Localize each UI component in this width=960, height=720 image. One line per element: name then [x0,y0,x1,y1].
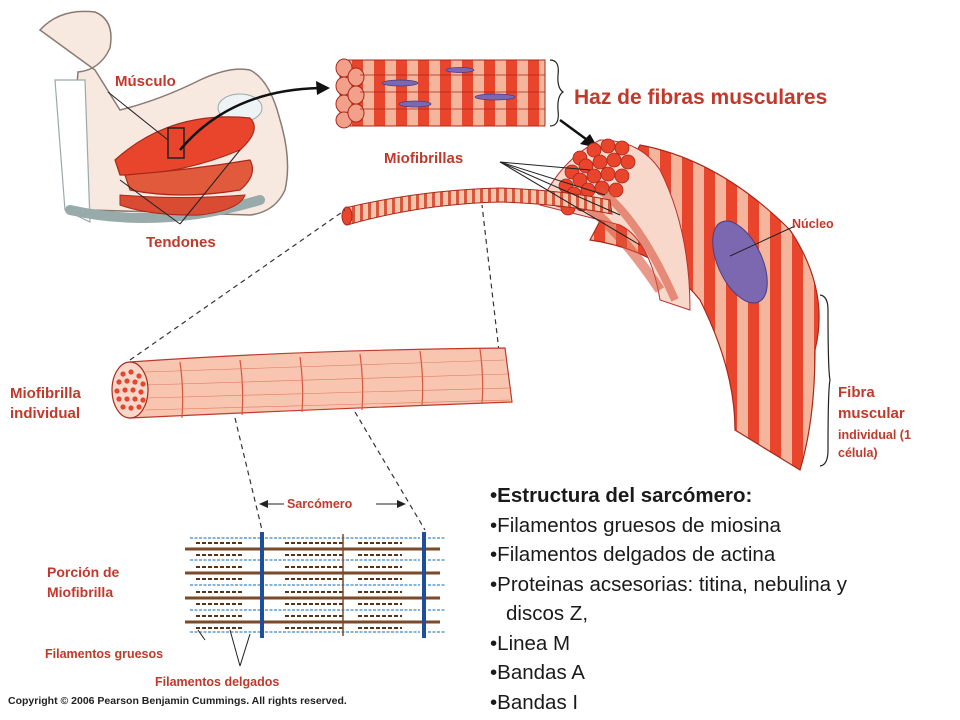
label-fibra-line4: célula) [838,446,878,460]
sarcomere-portion [185,500,445,667]
copyright-notice: Copyright © 2006 Pearson Benjamin Cummin… [8,695,347,707]
label-porcion-line2: Miofibrilla [47,584,114,600]
label-fibra-line2: muscular [838,405,905,422]
list-item: •Bandas I [490,690,579,714]
sarcomere-structure-list: •Estructura del sarcómero: •Filamentos g… [490,481,950,717]
label-tendones: Tendones [146,234,216,251]
label-porcion-line1: Porción de [47,564,120,580]
label-filamentos-gruesos: Filamentos gruesos [45,647,164,661]
list-item: •Filamentos gruesos de miosina [490,513,781,537]
myofibril-strand [129,161,641,361]
list-item: •Estructura del sarcómero: [490,484,753,507]
label-miofibrillas: Miofibrillas [384,150,464,167]
muscle-fiber [539,138,831,471]
individual-myofibril [111,347,513,531]
label-nucleo: Núcleo [792,217,834,231]
label-miofibrilla-individual-line1: Miofibrilla [10,385,81,402]
arm-illustration [38,10,330,225]
label-miofibrilla-individual-line2: individual [10,405,81,422]
label-sarcomero: Sarcómero [287,497,353,511]
list-item: •Linea M [490,631,571,655]
page-title: Haz de fibras musculares [574,86,828,109]
list-item-continuation: discos Z, [506,602,589,625]
label-fibra-line3: individual (1 [838,428,911,442]
list-item: •Filamentos delgados de actina [490,543,776,566]
list-item: •Bandas A [490,661,585,684]
label-fibra-line1: Fibra [838,384,875,401]
list-item-text: •Proteinas acsesorias: titina, nebulina … [490,572,848,596]
fiber-bundle [335,58,598,148]
label-filamentos-delgados: Filamentos delgados [155,675,280,689]
list-item: •Proteinas acsesorias: titina, nebulina … [490,570,950,629]
label-musculo: Músculo [115,73,176,90]
